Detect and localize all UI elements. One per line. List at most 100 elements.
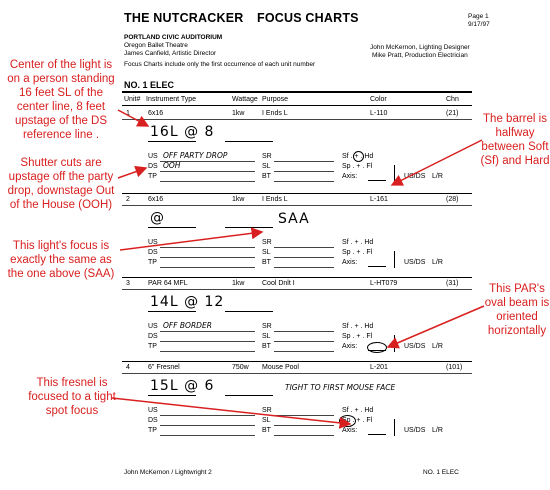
- focus-point: 14L @ 12: [150, 294, 225, 310]
- venue: PORTLAND CIVIC AUDITORIUM: [124, 34, 223, 41]
- shutter-sr-line: [274, 247, 334, 248]
- arrow-barrel: [390, 139, 483, 186]
- focus-underline-left: [148, 395, 196, 396]
- shutter-ds-note: OOH: [163, 161, 181, 170]
- axis-divider: [394, 251, 395, 268]
- col-unit: Unit#: [124, 96, 141, 103]
- position-name: NO. 1 ELEC: [124, 80, 175, 90]
- label-sr: SR: [262, 323, 272, 330]
- shutter-tp-line: [160, 351, 255, 352]
- shutter-bt-line: [274, 267, 334, 268]
- wattage: 1kw: [232, 280, 245, 287]
- shutter-tp-line: [160, 267, 255, 268]
- shutter-bt-line: [274, 181, 334, 182]
- unit-divider: [122, 193, 472, 194]
- label-usds: US/DS: [404, 173, 426, 180]
- focus-underline-right: [225, 395, 273, 396]
- shutter-ds-line: [160, 171, 255, 172]
- label-axis: Axis:: [342, 173, 358, 180]
- unit-divider: [122, 277, 472, 278]
- annotation-focus-position: Center of the light is on a person stand…: [7, 59, 115, 141]
- unit-number: 2: [126, 196, 130, 203]
- col-purpose: Purpose: [262, 96, 289, 103]
- label-sl: SL: [262, 249, 271, 256]
- color: L-HT079: [370, 280, 398, 287]
- axis-blank: [368, 180, 386, 181]
- label-us: US: [148, 407, 158, 414]
- row-rule: [122, 289, 472, 290]
- instrument-type: 6x16: [148, 110, 164, 117]
- row-rule: [122, 373, 472, 374]
- designer: John McKernon, Lighting Designer: [370, 44, 470, 51]
- instrument-type: PAR 64 MFL: [148, 280, 188, 287]
- label-spot-flood: Sp . + . Fl: [342, 417, 373, 424]
- header-rule: [122, 91, 472, 93]
- focus-point: @: [150, 210, 165, 226]
- arrow-shutter: [117, 165, 148, 179]
- label-sr: SR: [262, 407, 272, 414]
- focus-underline-right: [225, 141, 273, 142]
- arrow-spot: [111, 397, 352, 429]
- label-bt: BT: [262, 427, 271, 434]
- shutter-ds-line: [160, 257, 255, 258]
- axis-divider: [394, 419, 395, 436]
- color: L-161: [370, 196, 388, 203]
- label-usds: US/DS: [404, 343, 426, 350]
- label-spot-flood: Sp . + . Fl: [342, 249, 373, 256]
- label-bt: BT: [262, 173, 271, 180]
- focus-point: 15L @ 6: [150, 378, 215, 394]
- label-tp: TP: [148, 427, 157, 434]
- col-color: Color: [370, 96, 387, 103]
- shutter-sr-line: [274, 415, 334, 416]
- label-tp: TP: [148, 259, 157, 266]
- label-axis: Axis:: [342, 343, 358, 350]
- axis-blank: [368, 266, 386, 267]
- shutter-bt-line: [274, 351, 334, 352]
- focus-underline-left: [148, 141, 196, 142]
- col-chn: Chn: [446, 96, 459, 103]
- arrow-focus: [117, 109, 150, 127]
- wattage: 750w: [232, 364, 249, 371]
- axis-blank: [368, 434, 386, 435]
- axis-oval-mark: [367, 342, 387, 353]
- shutter-ds-line: [160, 341, 255, 342]
- annotation-shutter-cuts: Shutter cuts are upstage off the party d…: [7, 157, 115, 211]
- shutter-tp-line: [160, 181, 255, 182]
- label-sl: SL: [262, 417, 271, 424]
- shutter-sl-line: [274, 425, 334, 426]
- purpose: Cool Dnlt I: [262, 280, 295, 287]
- channel: (21): [446, 110, 459, 117]
- footer-left: John McKernon / Lightwright 2: [124, 469, 212, 476]
- company: Oregon Ballet Theatre: [124, 42, 188, 49]
- label-lr: L/R: [432, 427, 443, 434]
- focus-point: 16L @ 8: [150, 124, 215, 140]
- col-rule: [122, 105, 472, 106]
- label-lr: L/R: [432, 173, 443, 180]
- channel: (101): [446, 364, 463, 371]
- unit-divider: [122, 361, 472, 362]
- label-lr: L/R: [432, 343, 443, 350]
- shutter-us-note: OFF BORDER: [163, 321, 212, 330]
- row-rule: [122, 205, 472, 206]
- label-ds: DS: [148, 249, 158, 256]
- footer-right: NO. 1 ELEC: [423, 469, 459, 476]
- unit-number: 4: [126, 364, 130, 371]
- focus-extra-note: SAA: [278, 211, 310, 227]
- label-usds: US/DS: [404, 427, 426, 434]
- col-wattage: Wattage: [232, 96, 258, 103]
- label-tp: TP: [148, 173, 157, 180]
- label-usds: US/DS: [404, 259, 426, 266]
- label-us: US: [148, 153, 158, 160]
- color: L-201: [370, 364, 388, 371]
- instrument-type: 6x16: [148, 196, 164, 203]
- label-sl: SL: [262, 333, 271, 340]
- purpose: I Ends L: [262, 196, 288, 203]
- color: L-110: [370, 110, 388, 117]
- label-us: US: [148, 323, 158, 330]
- shutter-sl-line: [274, 171, 334, 172]
- shutter-sr-line: [274, 331, 334, 332]
- label-soft-hard: Sf . + . Hd: [342, 323, 374, 330]
- unit-number: 3: [126, 280, 130, 287]
- shutter-us-line: [160, 331, 255, 332]
